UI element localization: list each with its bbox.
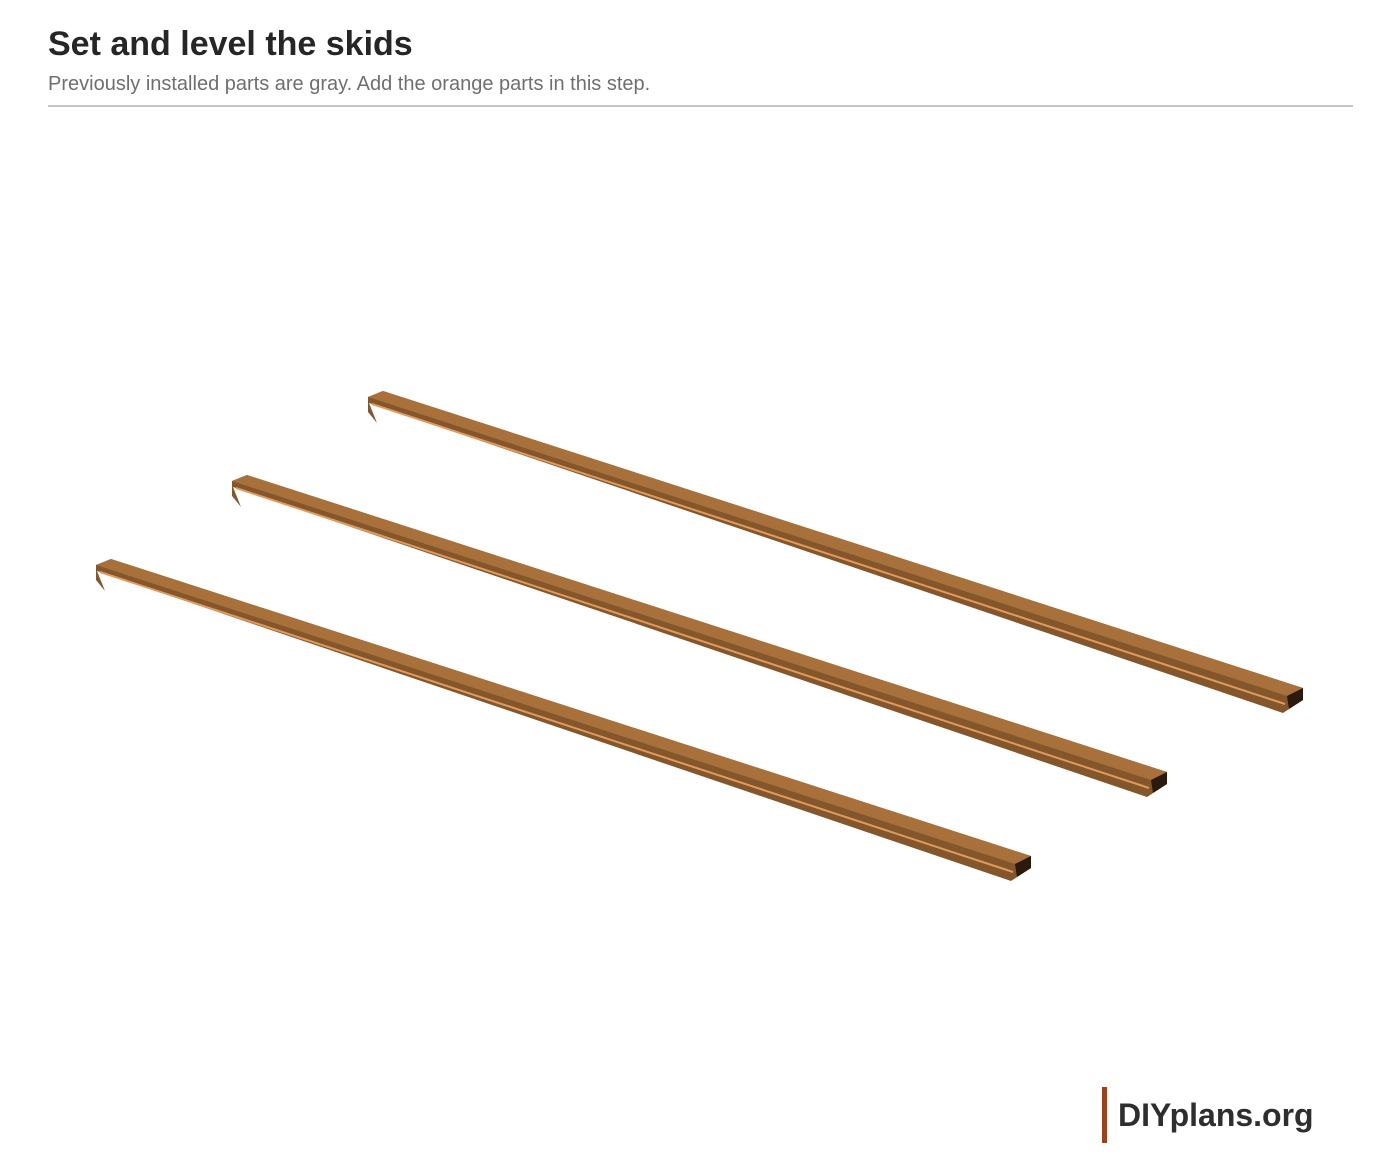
skid-middle-edge-highlight <box>235 487 1150 789</box>
skid-middle-end-face <box>1151 772 1167 793</box>
skid-front-top-face <box>96 559 1031 864</box>
brand-accent-bar <box>1102 1087 1107 1143</box>
skid-back <box>368 391 1303 713</box>
skid-middle <box>232 475 1167 797</box>
page-title: Set and level the skids <box>48 25 413 63</box>
skid-front-edge-highlight <box>99 571 1014 873</box>
brand-logo: DIYplans.org <box>1102 1087 1314 1143</box>
header: Set and level the skids Previously insta… <box>48 22 1353 96</box>
skid-back-end-face <box>1287 688 1303 709</box>
skid-middle-top-face <box>232 475 1167 780</box>
brand-text: DIYplans.org <box>1118 1097 1314 1133</box>
skid-front <box>96 559 1031 881</box>
page-subtitle: Previously installed parts are gray. Add… <box>48 73 651 95</box>
header-divider <box>48 105 1353 107</box>
skid-front-end-face <box>1015 856 1031 877</box>
skid-back-top-face <box>368 391 1303 696</box>
skid-back-edge-highlight <box>371 403 1286 705</box>
skids-group <box>96 391 1303 881</box>
